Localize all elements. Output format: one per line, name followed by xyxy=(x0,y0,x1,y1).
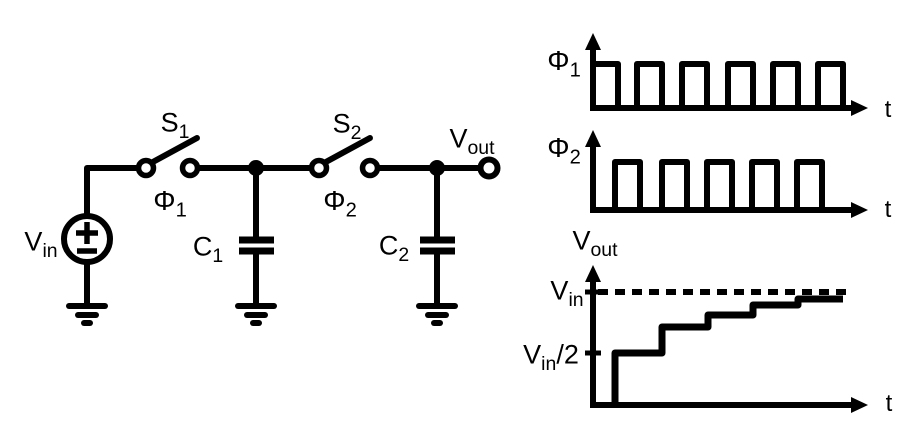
switch-s2 xyxy=(308,135,381,179)
vin-source-label: Vin xyxy=(24,226,58,262)
phi2-waveform xyxy=(593,159,825,213)
switch-s2-lever xyxy=(321,135,373,166)
phi1-waveform xyxy=(593,61,846,111)
vout-axis-label: Vout xyxy=(572,225,618,261)
phi1-x-axis-arrow-icon xyxy=(851,100,868,116)
vout-waveform xyxy=(611,295,843,405)
time-axis-label-vout: t xyxy=(885,390,893,417)
switch-s2-phase-label: Φ2 xyxy=(323,185,357,222)
time-axis-label-phi1: t xyxy=(884,96,892,123)
switch-s1-left-contact xyxy=(135,157,157,179)
vout-terminal xyxy=(477,156,501,180)
vin-half-reference-label: Vin/2 xyxy=(523,339,579,375)
phi2-plot xyxy=(585,130,868,218)
phi2-y-axis-arrow-icon xyxy=(585,130,601,147)
switch-s1 xyxy=(135,135,201,179)
switch-s1-label: S1 xyxy=(160,107,190,143)
capacitor-c2 xyxy=(420,236,455,255)
wire-vin-to-s1 xyxy=(84,165,140,218)
vout-plot xyxy=(585,265,868,413)
phi2-x-axis-arrow-icon xyxy=(851,202,868,218)
switch-s1-phase-label: Φ1 xyxy=(153,185,187,222)
plus-icon xyxy=(76,222,98,244)
node-c1-junction xyxy=(248,160,264,176)
capacitor-c2-label: C2 xyxy=(378,230,410,266)
capacitor-c1 xyxy=(239,236,274,255)
phi2-axis-label: Φ2 xyxy=(547,132,581,169)
node-c2-junction xyxy=(429,160,445,176)
vout-y-axis-arrow-icon xyxy=(585,265,601,282)
vin-reference-label: Vin xyxy=(550,275,584,311)
circuit-diagram xyxy=(61,135,501,326)
switch-s2-left-contact xyxy=(308,157,330,179)
vin-source xyxy=(61,213,113,265)
phi1-plot xyxy=(585,33,868,116)
ground-icon-c1 xyxy=(235,303,277,326)
phi1-axis-label: Φ1 xyxy=(547,45,581,82)
time-axis-label-phi2: t xyxy=(884,196,892,223)
switch-s2-right-contact xyxy=(359,157,381,179)
ground-icon-c2 xyxy=(416,303,458,326)
phi1-y-axis-arrow-icon xyxy=(585,33,601,50)
switch-s1-right-contact xyxy=(179,157,201,179)
vout-terminal-label: Vout xyxy=(449,123,495,159)
capacitor-c1-label: C1 xyxy=(192,231,224,267)
switch-s1-lever xyxy=(148,135,200,166)
ground-icon-vin xyxy=(66,303,108,326)
switch-s2-label: S2 xyxy=(332,108,362,144)
vout-x-axis-arrow-icon xyxy=(851,397,868,413)
